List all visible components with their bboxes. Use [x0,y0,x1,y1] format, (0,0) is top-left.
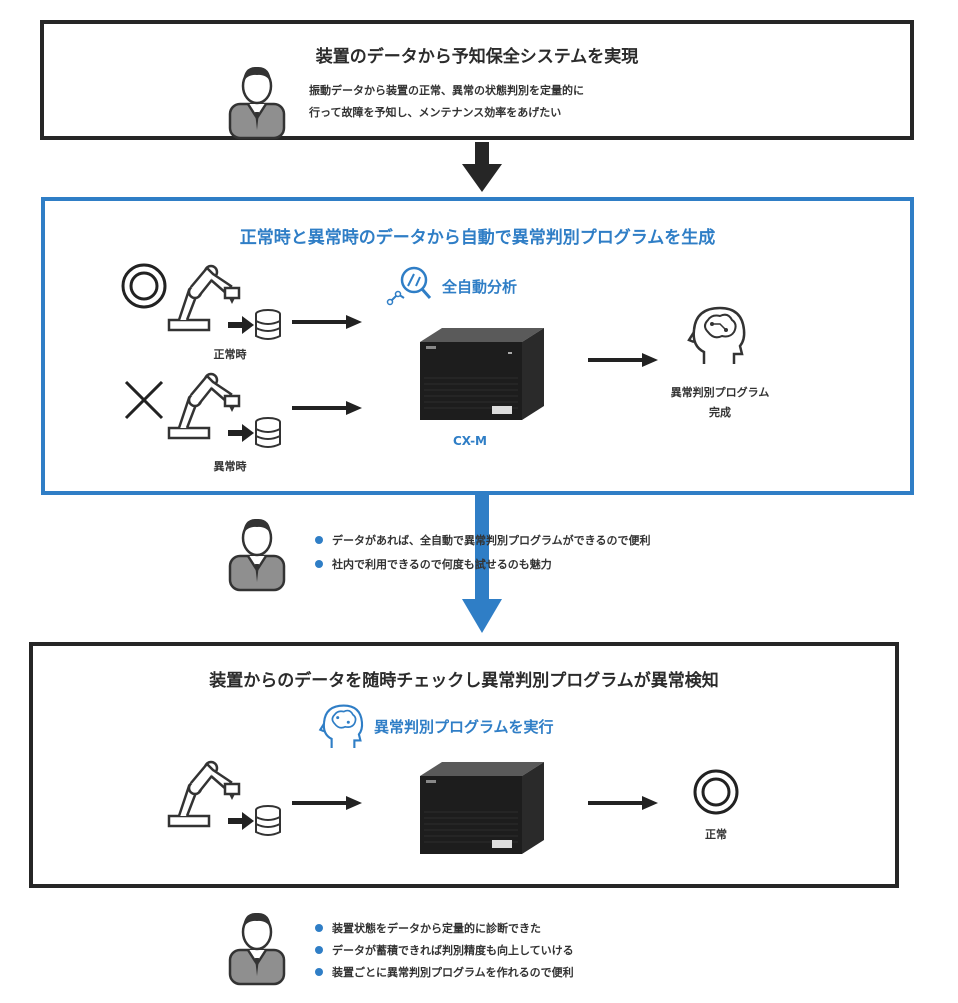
robot-arm-icon [167,264,241,332]
brain-head-icon [687,306,746,364]
arrow-right-icon [588,353,658,367]
server-icon [420,328,544,420]
arrow-right-icon [588,796,658,810]
final-result-label: 正常 [705,828,727,841]
analysis-label: 全自動分析 [442,278,518,296]
comment3-bullet: 装置ごとに異常判別プログラムを作れるので便利 [315,964,574,980]
exec-label: 異常判別プログラムを実行 [374,718,554,736]
step1-note-line2: 行って故障を予知し、メンテナンス効率をあげたい [309,106,562,119]
database-icon [228,417,281,448]
result-label-line1: 異常判別プログラム [670,386,770,399]
comment3-bullet: データが蓄積できれば判別精度も向上していける [315,942,574,958]
device-label: CX-M [452,434,487,448]
cross-icon [124,380,164,420]
step3-title: 装置からのデータを随時チェックし異常判別プログラムが異常検知 [209,671,719,691]
brain-head-icon [318,704,364,748]
magnifier-icon [386,266,432,306]
arrow-right-icon [292,796,362,810]
person-icon [228,912,286,986]
arrow-right-icon [292,315,362,329]
comment3-bullet: 装置状態をデータから定量的に診断できた [315,920,541,936]
step2-box: 正常時と異常時のデータから自動で異常判別プログラムを生成 [41,197,914,495]
circle-ok-icon [693,769,739,815]
robot-arm-icon [167,760,241,828]
person-icon [228,518,286,592]
step1-title: 装置のデータから予知保全システムを実現 [315,47,639,67]
comment2-bullet: 社内で利用できるので何度も試せるのも魅力 [315,556,552,572]
person-icon [228,66,286,140]
abnormal-label: 異常時 [213,460,247,473]
server-icon [420,762,544,854]
database-icon [228,805,281,836]
circle-ok-icon [121,263,167,309]
robot-arm-icon [167,372,241,440]
result-label-line2: 完成 [709,406,731,419]
step1-box: 装置のデータから予知保全システムを実現 振動データから装置の正常、異常の状態判別… [40,20,914,140]
database-icon [228,309,281,340]
step2-title: 正常時と異常時のデータから自動で異常判別プログラムを生成 [239,228,716,248]
comment2-bullet: データがあれば、全自動で異常判別プログラムができるので便利 [315,532,650,548]
arrow-down-icon [462,495,502,633]
step1-note-line1: 振動データから装置の正常、異常の状態判別を定量的に [309,84,584,97]
arrow-right-icon [292,401,362,415]
normal-label: 正常時 [213,348,247,361]
arrow-down-icon [462,142,502,192]
